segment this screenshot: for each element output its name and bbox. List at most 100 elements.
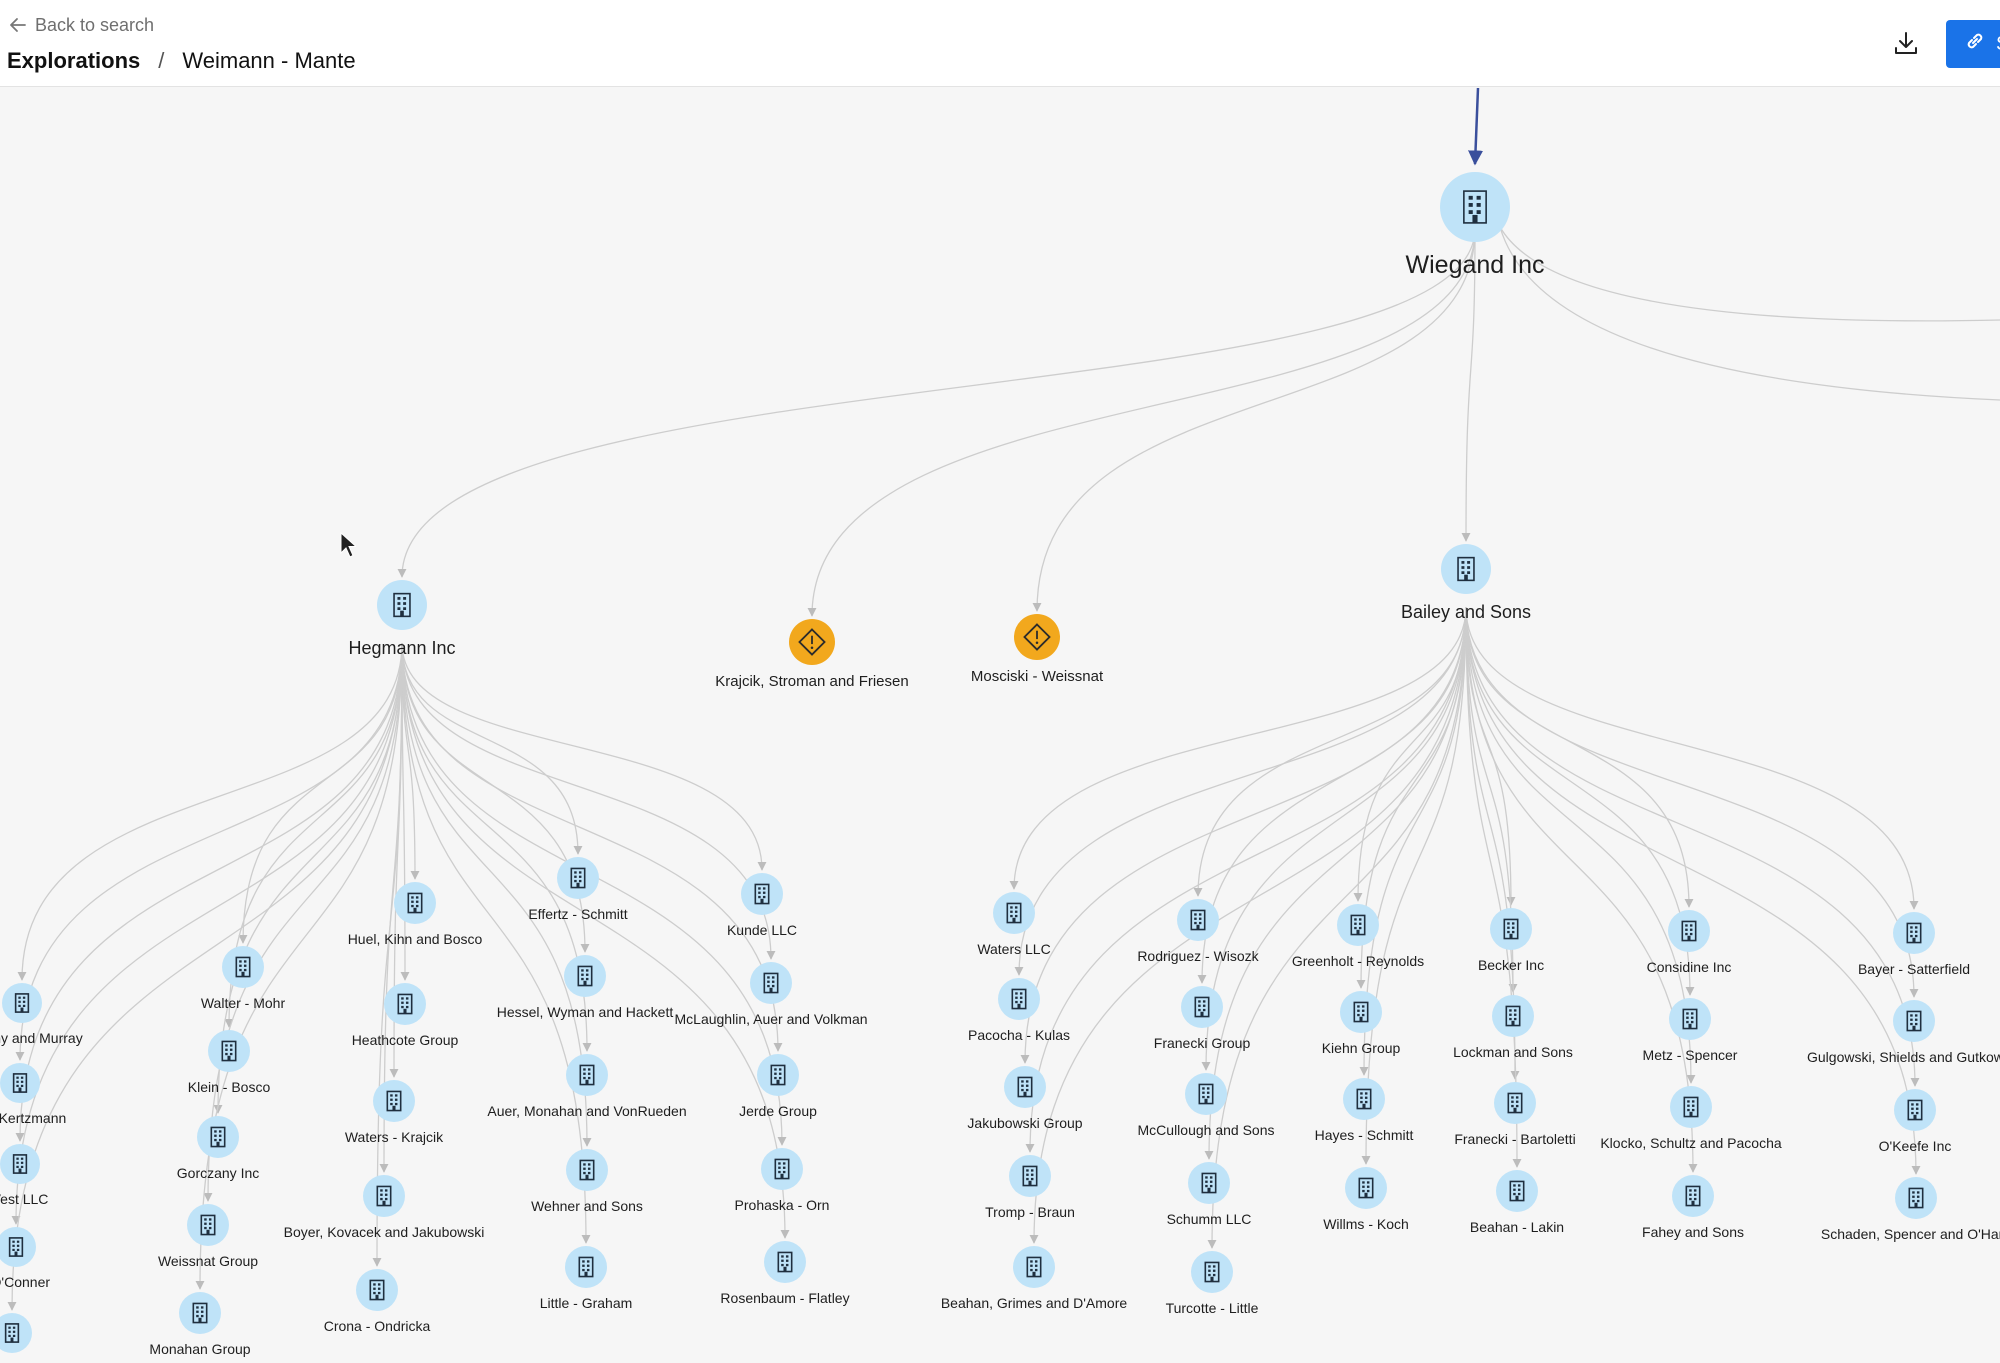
node-circle[interactable] <box>1895 1177 1937 1219</box>
graph-node[interactable]: Gorczany Inc <box>177 1116 259 1181</box>
node-circle[interactable] <box>1670 1086 1712 1128</box>
node-circle[interactable] <box>1492 995 1534 1037</box>
node-circle[interactable] <box>1440 172 1510 242</box>
graph-node[interactable]: Considine Inc <box>1647 910 1732 975</box>
node-circle[interactable] <box>566 1054 608 1096</box>
graph-node[interactable]: Huel, Kihn and Bosco <box>348 882 483 947</box>
node-circle[interactable] <box>1343 1078 1385 1120</box>
graph-node[interactable]: Becker Inc <box>1478 908 1544 973</box>
node-circle[interactable] <box>564 955 606 997</box>
graph-node[interactable]: Vest LLC <box>0 1144 48 1207</box>
graph-node[interactable]: Rosenbaum - Flatley <box>720 1241 850 1306</box>
node-circle[interactable] <box>1490 908 1532 950</box>
node-circle[interactable] <box>179 1292 221 1334</box>
node-circle[interactable] <box>356 1269 398 1311</box>
node-circle[interactable] <box>750 962 792 1004</box>
graph-node[interactable]: Willms - Koch <box>1323 1167 1409 1232</box>
graph-node[interactable]: Metz - Spencer <box>1643 998 1738 1063</box>
node-circle[interactable] <box>557 857 599 899</box>
node-circle[interactable] <box>197 1116 239 1158</box>
node-circle[interactable] <box>363 1175 405 1217</box>
graph-node[interactable]: Schaden, Spencer and O'Hara <box>1821 1177 2000 1242</box>
node-circle[interactable] <box>1009 1155 1051 1197</box>
node-circle[interactable] <box>566 1149 608 1191</box>
node-circle[interactable] <box>1441 544 1491 594</box>
node-circle[interactable] <box>565 1246 607 1288</box>
graph-node[interactable]: er - Kertzmann <box>0 1063 66 1126</box>
node-circle[interactable] <box>998 978 1040 1020</box>
node-circle[interactable] <box>222 946 264 988</box>
graph-node[interactable]: Prohaska - Orn <box>735 1148 830 1213</box>
node-circle[interactable] <box>1672 1175 1714 1217</box>
node-circle[interactable] <box>1345 1167 1387 1209</box>
graph-node[interactable]: McLaughlin, Auer and Volkman <box>674 962 868 1027</box>
node-circle[interactable] <box>1181 986 1223 1028</box>
graph-node[interactable]: Heathcote Group <box>352 983 459 1048</box>
graph-node[interactable]: Waters - Krajcik <box>345 1080 444 1145</box>
node-circle[interactable] <box>187 1204 229 1246</box>
graph-node[interactable]: Greenholt - Reynolds <box>1292 904 1424 969</box>
node-circle[interactable] <box>0 1313 32 1353</box>
graph-node[interactable]: Waters LLC <box>977 892 1051 957</box>
graph-node[interactable]: Hayes - Schmitt <box>1315 1078 1414 1143</box>
node-circle[interactable] <box>1004 1066 1046 1108</box>
graph-node[interactable]: Gulgowski, Shields and Gutkowski <box>1807 1000 2000 1065</box>
node-circle[interactable] <box>1893 1000 1935 1042</box>
node-circle[interactable] <box>1496 1170 1538 1212</box>
graph-node[interactable]: Bailey and Sons <box>1401 544 1531 622</box>
graph-node[interactable]: Pacocha - Kulas <box>968 978 1070 1043</box>
graph-node[interactable]: Turcotte - Little <box>1166 1251 1259 1316</box>
graph-node[interactable]: Bayer - Satterfield <box>1858 912 1970 977</box>
graph-node[interactable]: Boyer, Kovacek and Jakubowski <box>284 1175 485 1240</box>
graph-node[interactable]: Hessel, Wyman and Hackett <box>497 955 674 1020</box>
graph-node[interactable]: Hegmann Inc <box>348 580 456 658</box>
graph-node[interactable]: Wehner and Sons <box>531 1149 643 1214</box>
node-circle[interactable] <box>2 983 42 1023</box>
graph-node[interactable]: Klein - Bosco <box>188 1030 271 1095</box>
node-circle[interactable] <box>0 1144 40 1184</box>
share-link-button[interactable]: S <box>1946 20 2000 68</box>
graph-node[interactable]: O'Keefe Inc <box>1879 1089 1952 1154</box>
node-circle[interactable] <box>1494 1082 1536 1124</box>
graph-node[interactable]: Monahan Group <box>149 1292 251 1357</box>
graph-node[interactable]: - O'Conner <box>0 1227 50 1290</box>
graph-node[interactable]: Weissnat Group <box>158 1204 258 1269</box>
node-circle[interactable] <box>1337 904 1379 946</box>
node-circle[interactable] <box>394 882 436 924</box>
back-to-search-link[interactable]: Back to search <box>9 14 154 36</box>
breadcrumb-explorations[interactable]: Explorations <box>7 48 141 73</box>
graph-node[interactable]: Kunde LLC <box>727 873 797 938</box>
graph-node[interactable]: Schumm LLC <box>1167 1162 1252 1227</box>
graph-node[interactable]: Franecki - Bartoletti <box>1454 1082 1576 1147</box>
graph-node[interactable]: Kiehn Group <box>1322 991 1401 1056</box>
graph-node[interactable]: Little - Graham <box>540 1246 633 1311</box>
node-circle[interactable] <box>741 873 783 915</box>
node-circle[interactable] <box>757 1054 799 1096</box>
node-circle[interactable] <box>761 1148 803 1190</box>
node-circle[interactable] <box>1894 1089 1936 1131</box>
node-circle[interactable] <box>1185 1073 1227 1115</box>
graph-node[interactable]: Effertz - Schmitt <box>528 857 628 922</box>
node-circle[interactable] <box>373 1080 415 1122</box>
node-circle[interactable] <box>208 1030 250 1072</box>
graph-node[interactable]: Mosciski - Weissnat <box>971 614 1104 685</box>
node-circle[interactable] <box>377 580 427 630</box>
graph-node[interactable]: Tromp - Braun <box>985 1155 1075 1220</box>
graph-node[interactable]: Beahan, Grimes and D'Amore <box>941 1246 1128 1311</box>
node-circle[interactable] <box>1668 910 1710 952</box>
graph-node[interactable]: Jerde Group <box>739 1054 817 1119</box>
graph-node[interactable]: Walter - Mohr <box>201 946 286 1011</box>
graph-node[interactable]: Klocko, Schultz and Pacocha <box>1600 1086 1782 1151</box>
node-circle[interactable] <box>1669 998 1711 1040</box>
graph-node[interactable]: Franecki Group <box>1154 986 1251 1051</box>
node-circle[interactable] <box>764 1241 806 1283</box>
graph-node[interactable]: Jakubowski Group <box>967 1066 1083 1131</box>
node-circle[interactable] <box>1340 991 1382 1033</box>
download-button[interactable] <box>1889 28 1923 62</box>
graph-node[interactable]: McCullough and Sons <box>1138 1073 1275 1138</box>
graph-node[interactable]: Beahan - Lakin <box>1470 1170 1564 1235</box>
graph-node[interactable]: Krajcik, Stroman and Friesen <box>715 619 909 690</box>
graph-node[interactable]: Wiegand Inc <box>1406 172 1545 279</box>
